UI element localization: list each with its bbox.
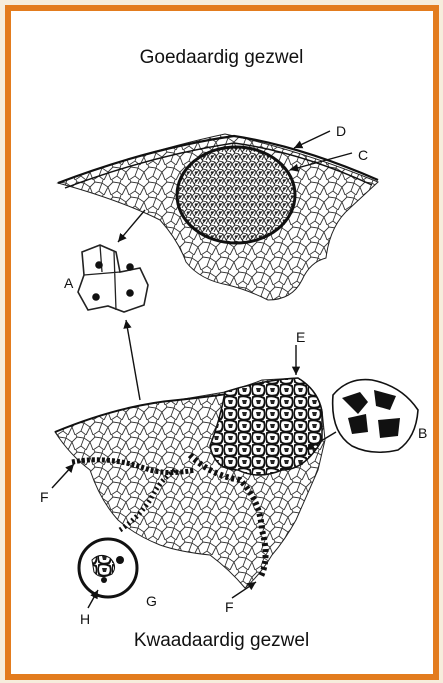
arrow-up-to-A [126,320,140,400]
arrow-F1 [52,464,74,488]
metastasis-circle-G [79,539,137,597]
label-F-left: F [40,489,49,505]
label-H: H [80,611,90,627]
label-A: A [64,275,74,291]
label-C: C [358,147,368,163]
normal-cells-A [78,245,148,312]
arrow-D [294,131,330,148]
label-G: G [146,593,157,609]
label-D: D [336,123,346,139]
label-E: E [296,329,305,345]
malignant-cells-B [333,380,418,453]
label-F-right: F [225,599,234,615]
arrow-to-A [118,210,145,242]
label-B: B [418,425,427,441]
